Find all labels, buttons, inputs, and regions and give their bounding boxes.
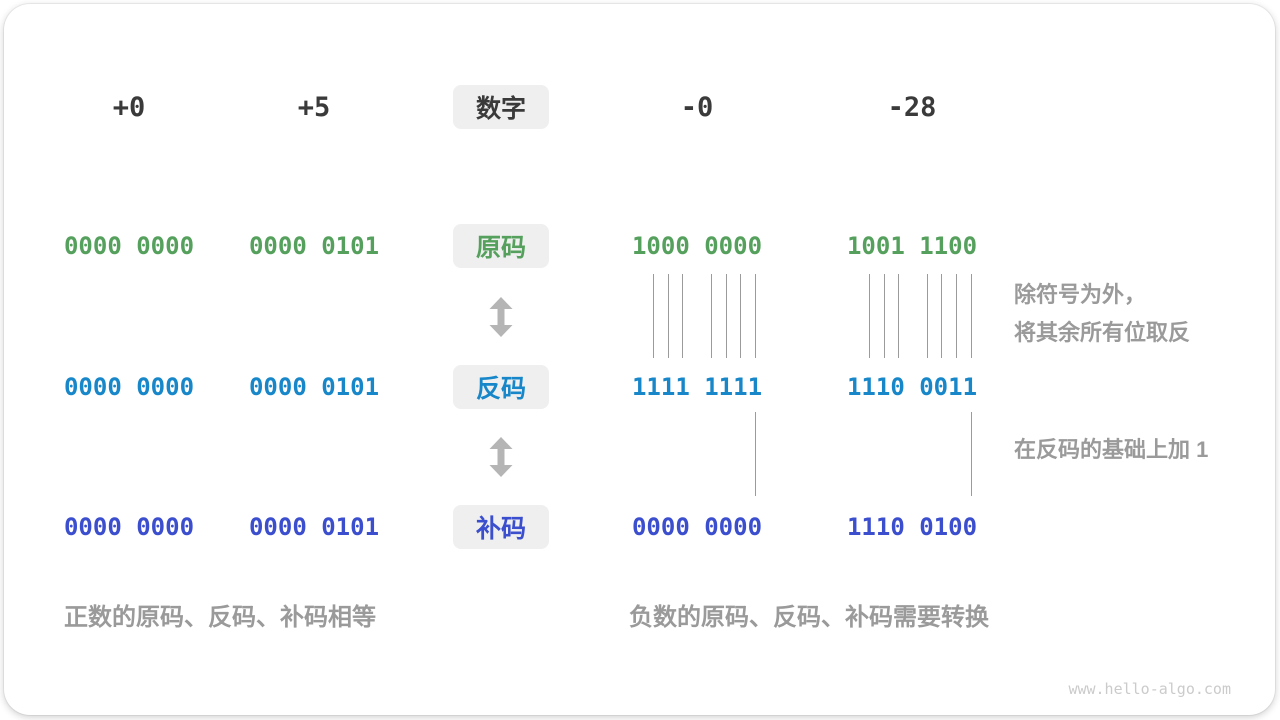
bit-line	[755, 412, 756, 496]
bit-line	[971, 274, 972, 358]
twos-complement-label: 补码	[453, 505, 549, 549]
bit-line	[869, 274, 870, 358]
twos-complement-value-minus28: 1110 0100	[846, 513, 978, 541]
header-number-plus5: +5	[297, 92, 331, 123]
ones-complement-value-minus28: 1110 0011	[846, 373, 978, 401]
bit-line	[682, 274, 683, 358]
annotation-invert-line2: 将其余所有位取反	[1014, 320, 1191, 345]
twos-complement-value-plus5: 0000 0101	[248, 513, 380, 541]
sign-magnitude-value-minus28: 1001 1100	[846, 232, 978, 260]
sign-magnitude-value-plus5: 0000 0101	[248, 232, 380, 260]
bit-line	[711, 274, 712, 358]
sign-magnitude-value-plus0: 0000 0000	[63, 232, 195, 260]
watermark-url: www.hello-algo.com	[1068, 680, 1231, 698]
twos-complement-value-minus0: 0000 0000	[631, 513, 763, 541]
caption-positive: 正数的原码、反码、补码相等	[64, 604, 376, 631]
bit-line	[927, 274, 928, 358]
bit-line	[726, 274, 727, 358]
double-arrow-icon	[489, 437, 513, 477]
sign-magnitude-value-minus0: 1000 0000	[631, 232, 763, 260]
bit-line	[971, 412, 972, 496]
caption-negative: 负数的原码、反码、补码需要转换	[629, 604, 989, 631]
ones-complement-value-plus0: 0000 0000	[63, 373, 195, 401]
header-number-minus28: -28	[887, 92, 937, 123]
bit-line	[668, 274, 669, 358]
ones-complement-value-minus0: 1111 1111	[631, 373, 763, 401]
bit-line	[898, 274, 899, 358]
bit-line	[956, 274, 957, 358]
twos-complement-value-plus0: 0000 0000	[63, 513, 195, 541]
diagram-card: +0 +5 -0 -28 数字 0000 0000 0000 0101 1000…	[4, 4, 1275, 715]
bit-line	[653, 274, 654, 358]
sign-magnitude-label: 原码	[453, 224, 549, 268]
bit-line	[755, 274, 756, 358]
annotation-invert-line1: 除符号为外，	[1014, 282, 1147, 307]
annotation-add-one: 在反码的基础上加 1	[1014, 437, 1209, 462]
double-arrow-icon	[489, 297, 513, 337]
ones-complement-label: 反码	[453, 365, 549, 409]
annotation-invert-bits: 除符号为外， 将其余所有位取反	[1014, 276, 1190, 352]
header-number-plus0: +0	[112, 92, 146, 123]
bit-line	[884, 274, 885, 358]
bit-line	[941, 274, 942, 358]
header-number-minus0: -0	[680, 92, 714, 123]
ones-complement-value-plus5: 0000 0101	[248, 373, 380, 401]
header-label-number: 数字	[453, 85, 549, 129]
bit-line	[740, 274, 741, 358]
